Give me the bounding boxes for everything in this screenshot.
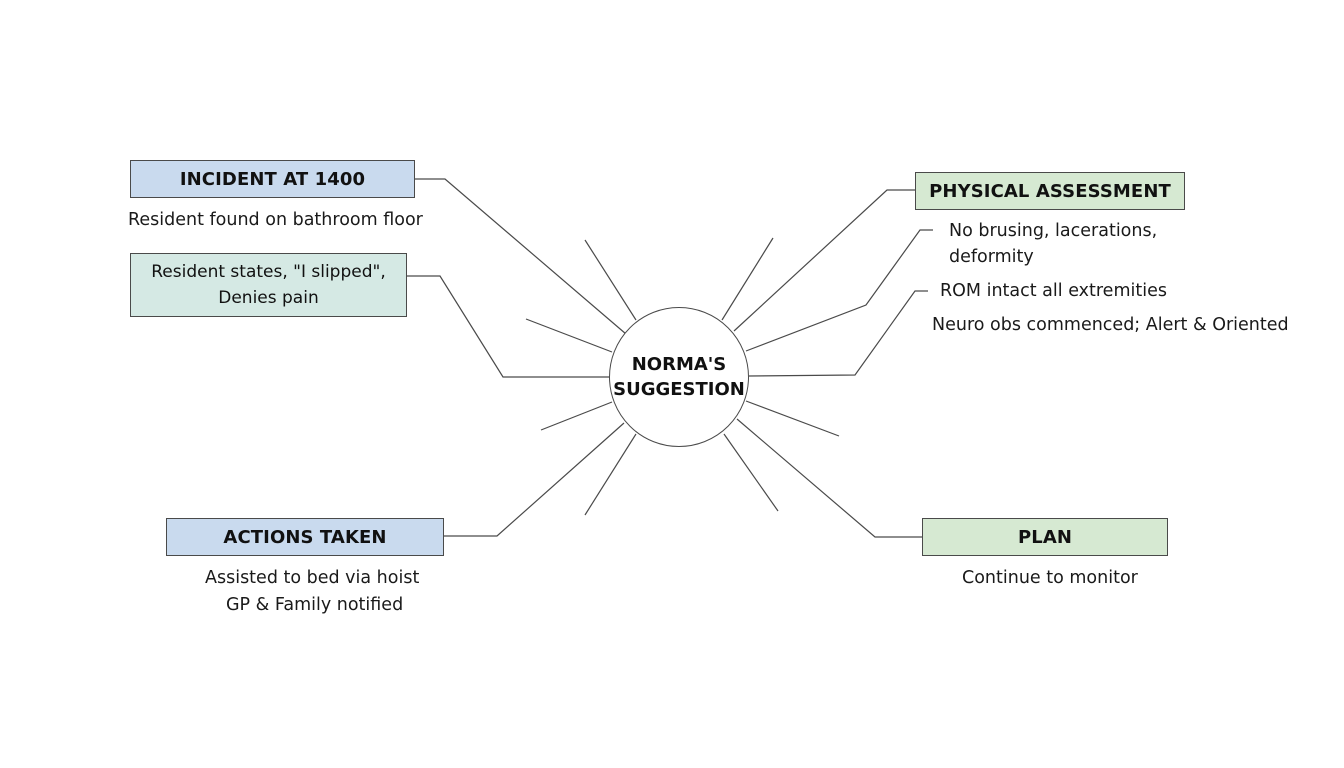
central-topic: NORMA'S SUGGESTION: [609, 307, 749, 447]
central-topic-line2: SUGGESTION: [613, 379, 745, 400]
ray: [721, 237, 774, 321]
ray: [540, 401, 613, 431]
resident-statement-box: Resident states, "I slipped", Denies pai…: [130, 253, 407, 317]
ray: [525, 318, 613, 353]
ray: [745, 400, 840, 437]
connector-incident: [415, 178, 627, 335]
plan-detail: Continue to monitor: [962, 568, 1138, 588]
plan-title: PLAN: [1017, 526, 1073, 548]
ray: [584, 239, 637, 321]
incident-header: INCIDENT AT 1400: [130, 160, 415, 198]
connector-finding1: [745, 229, 933, 352]
physical-finding-2: ROM intact all extremities: [940, 281, 1167, 301]
connector-actions: [444, 422, 625, 537]
statement-line1: Resident states, "I slipped",: [151, 262, 386, 282]
actions-detail-2: GP & Family notified: [226, 595, 404, 615]
connector-finding2: [748, 290, 928, 377]
connector-plan: [736, 418, 922, 538]
actions-detail-1: Assisted to bed via hoist: [205, 568, 420, 588]
ray: [723, 433, 779, 512]
central-topic-line1: NORMA'S: [631, 354, 727, 375]
ray: [584, 433, 637, 516]
connector-statement: [407, 275, 609, 378]
physical-finding-1b: deformity: [949, 247, 1034, 267]
physical-finding-1a: No brusing, lacerations,: [949, 221, 1158, 241]
connector-physical: [733, 189, 915, 332]
physical-finding-3: Neuro obs commenced; Alert & Oriented: [932, 315, 1289, 335]
incident-detail: Resident found on bathroom floor: [128, 210, 423, 230]
physical-assessment-title: PHYSICAL ASSESSMENT: [929, 180, 1171, 202]
plan-header: PLAN: [922, 518, 1168, 556]
actions-title: ACTIONS TAKEN: [223, 526, 387, 548]
statement-line2: Denies pain: [218, 288, 319, 308]
incident-title: INCIDENT AT 1400: [179, 168, 366, 190]
physical-assessment-header: PHYSICAL ASSESSMENT: [915, 172, 1185, 210]
actions-header: ACTIONS TAKEN: [166, 518, 444, 556]
